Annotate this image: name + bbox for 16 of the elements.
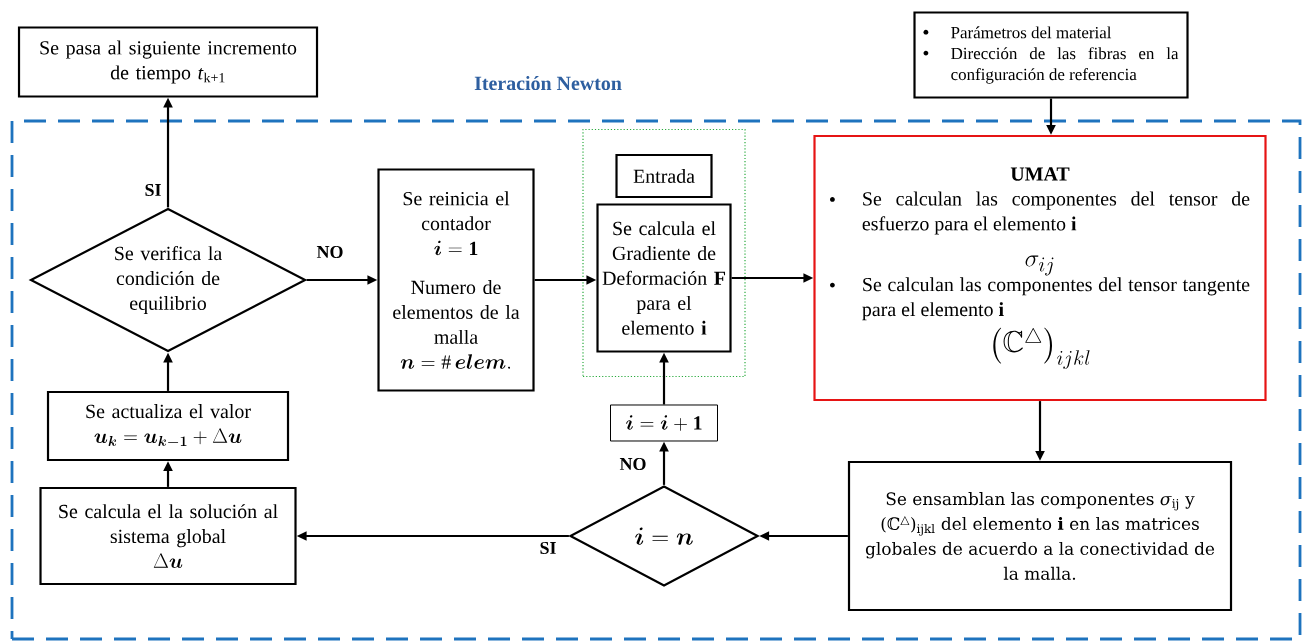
process-box: Se reinicia el contador $\boldsymbol{i}=\mathbf{1}$ Numero de elementos de la malla $\boldsymbol{n}=\#\,\boldsymbol{elem}.$ — [377, 168, 535, 392]
edge-label: NO — [618, 456, 648, 471]
dotted-box — [582, 128, 746, 378]
process-box: Se calcula el la solución al sistema global $\Delta\boldsymbol{u}$ — [39, 486, 297, 586]
process-box: Se pasa al siguiente incremento de tiempo t$_{k+1}$ — [17, 26, 319, 98]
process-box: Se actualiza el valor $\boldsymbol{u_k}=\boldsymbol{u_{k-1}}+\Delta\boldsymbol{u}$ — [46, 390, 290, 462]
counter-box: $\boldsymbol{i}=\boldsymbol{i}+\mathbf{1}$ — [610, 404, 718, 442]
input-label-box: Entrada — [615, 153, 713, 199]
diagram-title: Iteración Newton — [474, 76, 622, 91]
edge-label: SI — [143, 182, 163, 197]
edge-label: SI — [538, 540, 558, 555]
process-box: Se calcula el Gradiente de Deformación F para el elemento i — [596, 203, 732, 353]
subroutine-box: UMAT Se calculan las componentes del tensor de esfuerzo para el elemento i $\sigma_{ij}$ Se calculan las componentes del tensor tangente para el elemento i $\left(\mathbb{C}^{\triangle}\right)_{ijkl}$ — [813, 134, 1267, 402]
input-box: Parámetros del material Dirección de las fibras en la configuración de referencia — [913, 11, 1189, 99]
process-box: Se ensamblan las componentes σ$_{ij}$ y (ℂ$^{△}$)$_{ijkl}$ del elemento i en las matrices globales de acuerdo a la conectividad de la malla. — [847, 460, 1233, 612]
edge-label: NO — [315, 244, 345, 259]
